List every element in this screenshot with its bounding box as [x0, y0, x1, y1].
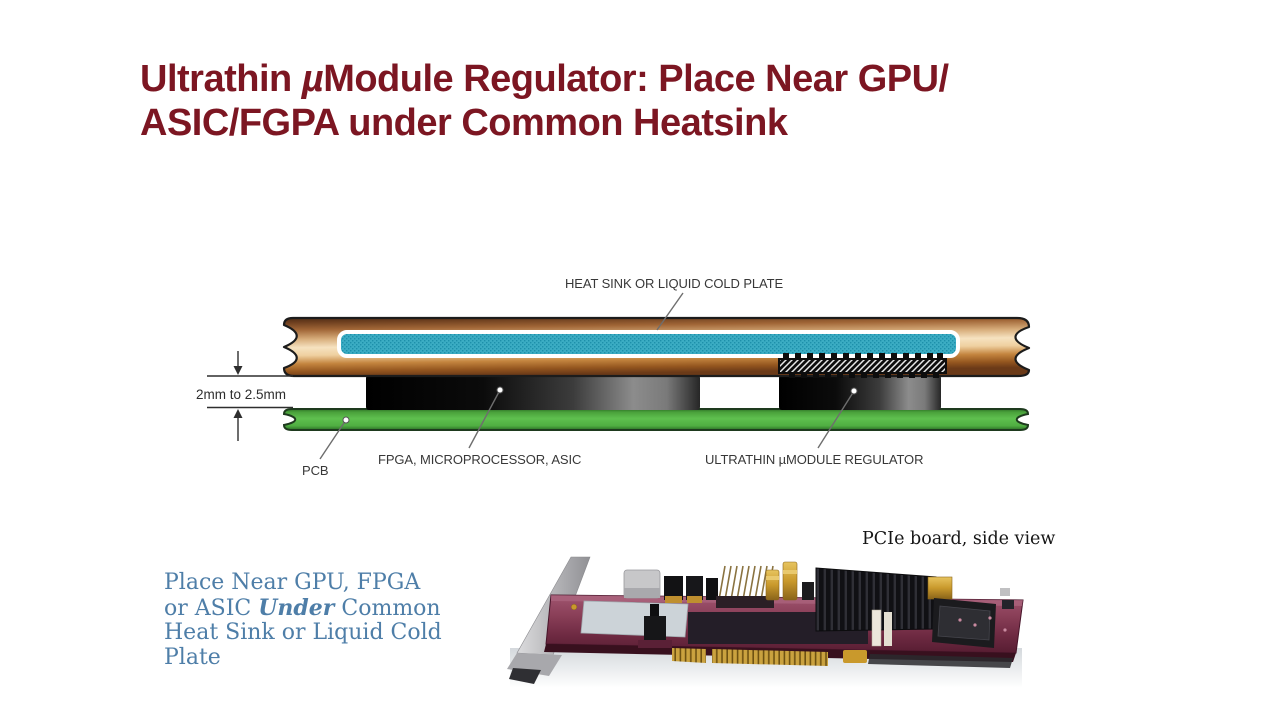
pci-bracket-notch — [509, 668, 541, 684]
toggle-switch-stem — [650, 604, 659, 618]
dim-arrow-down — [233, 366, 243, 375]
key-message-line: or ASIC Under Common — [164, 594, 442, 622]
small-component — [1000, 588, 1010, 596]
gold-capacitor — [765, 569, 780, 601]
title-line-1: Ultrathin µModule Regulator: Place Near … — [140, 57, 949, 101]
silver-connector-band — [624, 588, 660, 598]
title-line-2: ASIC/FGPA under Common Heatsink — [140, 102, 788, 144]
board-cutout — [580, 600, 689, 638]
gap-dimension-label: 2mm to 2.5mm — [196, 387, 286, 402]
leader-dot — [850, 387, 858, 395]
gold-pins — [665, 596, 682, 603]
small-component — [802, 582, 814, 600]
stackup-diagram: 2mm to 2.5mm HEAT SINK OR LIQUID COLD PL… — [196, 276, 1031, 478]
title-text: Module Regulator: Place Near GPU/ — [323, 58, 949, 100]
gold-capacitor-band — [783, 570, 797, 574]
black-connector — [706, 578, 718, 600]
key-message-line: Heat Sink or Liquid Cold — [164, 620, 442, 645]
toggle-switch-base — [638, 640, 672, 648]
key-message-text: Common — [334, 595, 441, 621]
leader-dot — [496, 386, 504, 394]
black-connector — [664, 576, 683, 600]
fpga-block — [366, 375, 700, 410]
edge-connector — [672, 648, 706, 663]
leader-lines — [319, 292, 855, 460]
board-led — [973, 623, 977, 627]
gold-component — [927, 576, 953, 600]
key-message-text: or ASIC — [164, 595, 259, 621]
cold-plate-strip — [337, 330, 960, 358]
pcb-label: PCB — [302, 463, 328, 478]
gold-pad — [843, 650, 867, 663]
gold-pins — [687, 596, 702, 603]
page-title: Ultrathin µModule Regulator: Place Near … — [140, 57, 949, 145]
key-message-line: Plate — [164, 644, 221, 670]
gold-capacitor — [782, 561, 798, 601]
key-message-emphasis: Under — [258, 594, 335, 621]
leader-dot — [342, 416, 350, 424]
black-connector — [686, 576, 703, 600]
gap-dimension — [207, 351, 293, 441]
white-connector — [871, 609, 882, 647]
heatsink-label: HEAT SINK OR LIQUID COLD PLATE — [565, 276, 783, 291]
regulator-label: ULTRATHIN µMODULE REGULATOR — [705, 452, 923, 467]
small-component — [1002, 600, 1014, 609]
board-led — [958, 618, 962, 622]
dim-arrow-up — [233, 409, 243, 418]
key-message: Place Near GPU, FPGA or ASIC Under Commo… — [164, 570, 442, 670]
photo-caption: PCIe board, side view — [862, 529, 1056, 549]
board-led — [1003, 628, 1007, 632]
slot-connector-inner — [937, 605, 991, 641]
pcie-board-photo — [507, 556, 1024, 688]
regulator-block — [779, 375, 941, 410]
toggle-switch — [644, 616, 666, 644]
pin-header — [718, 565, 774, 601]
pcb-bar — [282, 408, 1030, 431]
title-mu: µ — [301, 58, 324, 100]
bottom-shadow — [868, 654, 1013, 668]
pin-header-base — [716, 596, 774, 608]
thermal-interface-hatch — [778, 353, 947, 378]
component-label: FPGA, MICROPROCESSOR, ASIC — [378, 452, 581, 467]
white-connector — [884, 612, 892, 646]
key-message-line: Place Near GPU, FPGA — [164, 570, 421, 595]
board-screw — [570, 603, 578, 611]
board-led — [988, 616, 992, 620]
title-text: Ultrathin — [140, 58, 302, 100]
edge-connector — [712, 649, 828, 666]
gold-capacitor-band — [766, 576, 779, 580]
